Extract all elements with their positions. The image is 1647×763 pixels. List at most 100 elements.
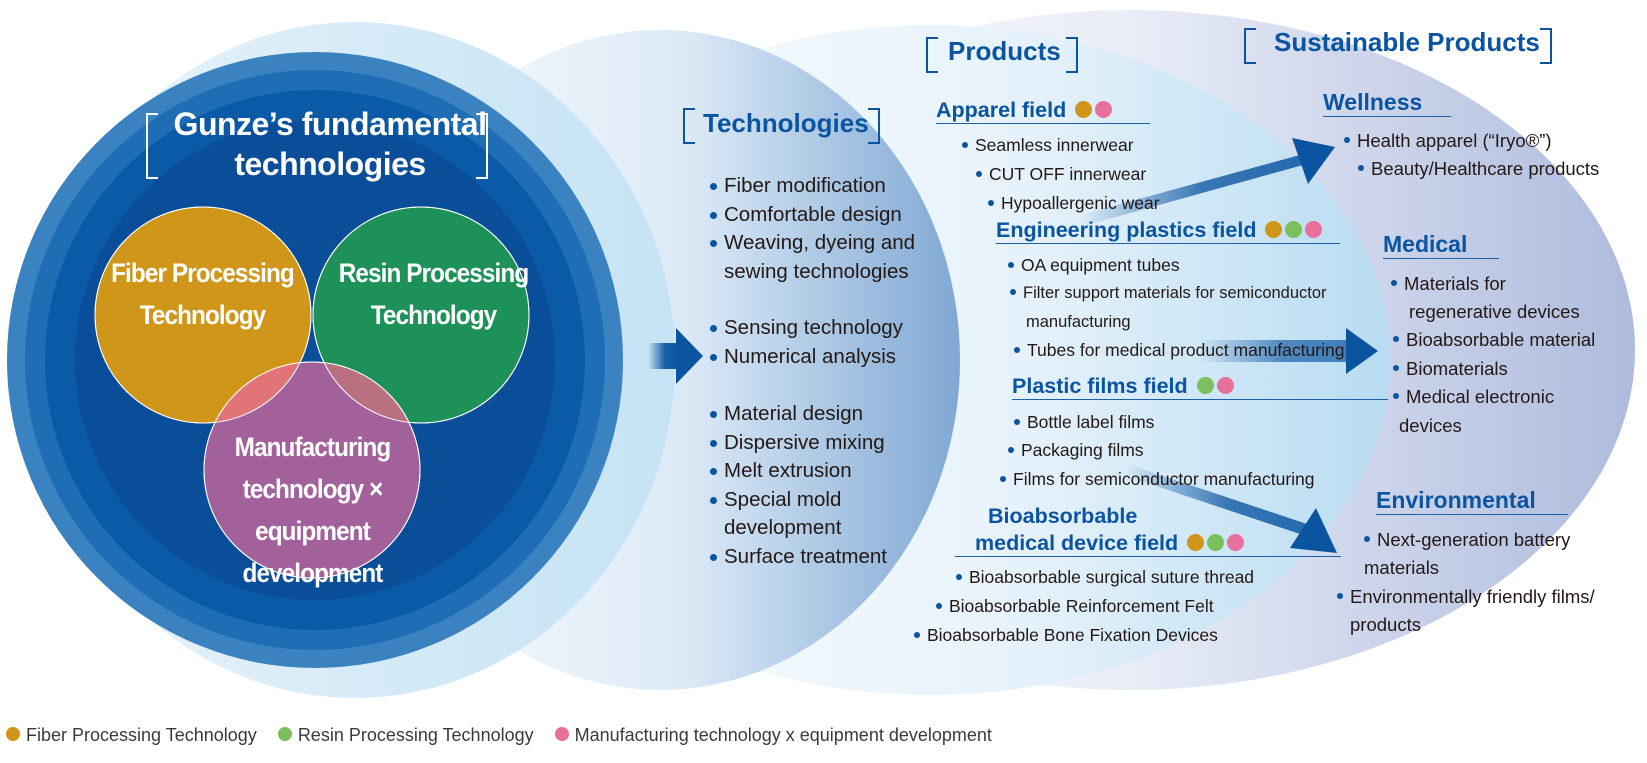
tech-item: Melt extrusion <box>708 457 887 486</box>
field-bioabsorbable-name-line1: Bioabsorbable <box>988 504 1138 528</box>
legend-item-fiber: Fiber Processing Technology <box>6 725 257 746</box>
tech-item-continuation: development <box>724 516 842 539</box>
resin-dot-icon <box>1196 376 1214 394</box>
field-bioabsorbable-heading: medical device field <box>955 530 1341 557</box>
product-item-continuation: manufacturing <box>1026 313 1131 331</box>
field-plastic-films-name: Plastic films field <box>1012 374 1188 398</box>
product-item: Bottle label films <box>1014 411 1154 433</box>
product-item: Films for semiconductor manufacturing <box>1000 468 1315 490</box>
venn-fiber-line2: Technology <box>139 300 266 330</box>
sustainable-item: Health apparel (“Iryo®”) <box>1344 127 1552 155</box>
product-item: Packaging films <box>1008 439 1144 461</box>
venn-resin-label: Resin Processing Technology <box>337 252 531 336</box>
venn-manufacturing-line1: Manufacturing <box>234 432 392 462</box>
fiber-dot-icon <box>1075 100 1093 118</box>
venn-fiber-label: Fiber Processing Technology <box>106 252 300 336</box>
products-heading: Products <box>928 36 1081 67</box>
sustainable-item-continuation: products <box>1350 614 1421 635</box>
title-bracket-left <box>146 113 158 179</box>
field-engineering-plastics-heading: Engineering plastics field <box>996 217 1340 244</box>
category-wellness-heading: Wellness <box>1323 88 1451 117</box>
arrow-fundamental-to-technologies <box>648 328 703 384</box>
product-item: OA equipment tubes <box>1008 254 1180 276</box>
field-plastic-films-heading: Plastic films field <box>1012 373 1388 400</box>
resin-dot-icon <box>1207 533 1225 551</box>
tech-item: Material design <box>708 400 887 429</box>
sustainable-item: Environmentally friendly films/ <box>1337 583 1595 611</box>
sustainable-item-continuation: devices <box>1399 415 1462 436</box>
products-bracket-left <box>926 37 938 73</box>
technologies-group-1: Fiber modification Comfortable design We… <box>708 172 915 286</box>
field-bioabsorbable-name-line2: medical device field <box>975 531 1179 555</box>
manufacturing-dot-icon <box>1305 220 1323 238</box>
product-item: Seamless innerwear <box>962 134 1134 156</box>
sustainable-bracket-right <box>1540 28 1552 64</box>
venn-resin-line2: Technology <box>370 300 497 330</box>
technologies-bracket-left <box>683 108 695 144</box>
fundamental-title-line2: technologies <box>234 146 426 182</box>
manufacturing-dot-icon <box>1095 100 1113 118</box>
products-heading-text: Products <box>948 36 1061 66</box>
manufacturing-dot-icon <box>1216 376 1234 394</box>
sustainable-item: Medical electronic <box>1393 383 1554 411</box>
sustainable-heading: Sustainable Products <box>1254 27 1560 58</box>
sustainable-item-continuation: regenerative devices <box>1409 301 1580 322</box>
field-engineering-plastics-name: Engineering plastics field <box>996 218 1257 242</box>
venn-fiber-line1: Fiber Processing <box>111 258 295 288</box>
sustainable-item: Materials for <box>1391 270 1506 298</box>
sustainable-item: Biomaterials <box>1393 355 1508 383</box>
category-medical-heading: Medical <box>1383 230 1499 259</box>
tech-item: Sensing technology <box>708 314 903 343</box>
category-environmental-heading: Environmental <box>1376 486 1568 515</box>
product-item: Bioabsorbable Reinforcement Felt <box>936 595 1214 617</box>
venn-manufacturing-label: Manufacturing technology × equipment dev… <box>198 426 428 594</box>
resin-dot-icon <box>277 727 292 742</box>
venn-resin-line1: Resin Processing <box>338 258 529 288</box>
technologies-heading-text: Technologies <box>703 108 869 138</box>
technologies-group-2: Sensing technology Numerical analysis <box>708 314 903 371</box>
tech-item: Weaving, dyeing and <box>708 229 915 258</box>
manufacturing-dot-icon <box>554 727 569 742</box>
title-bracket-right <box>476 113 488 179</box>
tech-item: Numerical analysis <box>708 343 903 372</box>
sustainable-heading-text: Sustainable Products <box>1274 27 1540 57</box>
fiber-dot-icon <box>1265 220 1283 238</box>
legend-item-manufacturing: Manufacturing technology x equipment dev… <box>554 725 992 746</box>
product-item: Tubes for medical product manufacturing <box>1014 339 1344 361</box>
venn-manufacturing-line2: technology × equipment <box>242 474 384 546</box>
product-item: Bioabsorbable surgical suture thread <box>956 566 1254 588</box>
product-item: Bioabsorbable Bone Fixation Devices <box>914 624 1218 646</box>
venn-manufacturing-line3: development <box>242 558 383 588</box>
tech-item: Surface treatment <box>708 543 887 572</box>
arrow-to-medical <box>1200 328 1378 374</box>
tech-item-continuation: sewing technologies <box>724 259 909 283</box>
product-item: Hypoallergenic wear <box>988 192 1160 214</box>
tech-item: Comfortable design <box>708 201 915 230</box>
resin-dot-icon <box>1285 220 1303 238</box>
fiber-dot-icon <box>6 727 20 742</box>
tech-item: Special mold <box>708 486 887 515</box>
field-apparel-heading: Apparel field <box>936 97 1150 124</box>
fiber-dot-icon <box>1187 533 1205 551</box>
technologies-group-3: Material design Dispersive mixing Melt e… <box>708 400 887 571</box>
technologies-bracket-right <box>868 108 880 144</box>
product-item: Filter support materials for semiconduct… <box>1010 282 1327 304</box>
arrow-to-wellness <box>1080 138 1335 226</box>
manufacturing-dot-icon <box>1227 533 1245 551</box>
product-item: CUT OFF innerwear <box>976 163 1146 185</box>
sustainable-item-continuation: materials <box>1364 557 1440 578</box>
fundamental-title-line1: Gunze’s fundamental <box>173 106 487 142</box>
arrow-to-environmental <box>1126 465 1337 553</box>
sustainable-item: Beauty/Healthcare products <box>1358 155 1599 183</box>
fundamental-title: Gunze’s fundamental technologies <box>165 104 495 184</box>
sustainable-item: Bioabsorbable material <box>1393 326 1595 354</box>
sustainable-bracket-left <box>1244 28 1256 64</box>
field-apparel-name: Apparel field <box>936 98 1067 122</box>
sustainable-item: Next-generation battery <box>1364 526 1570 554</box>
products-bracket-right <box>1066 37 1078 73</box>
tech-item: Dispersive mixing <box>708 429 887 458</box>
legend: Fiber Processing Technology Resin Proces… <box>6 725 1008 746</box>
technologies-heading: Technologies <box>683 108 889 139</box>
tech-item: Fiber modification <box>708 172 915 201</box>
